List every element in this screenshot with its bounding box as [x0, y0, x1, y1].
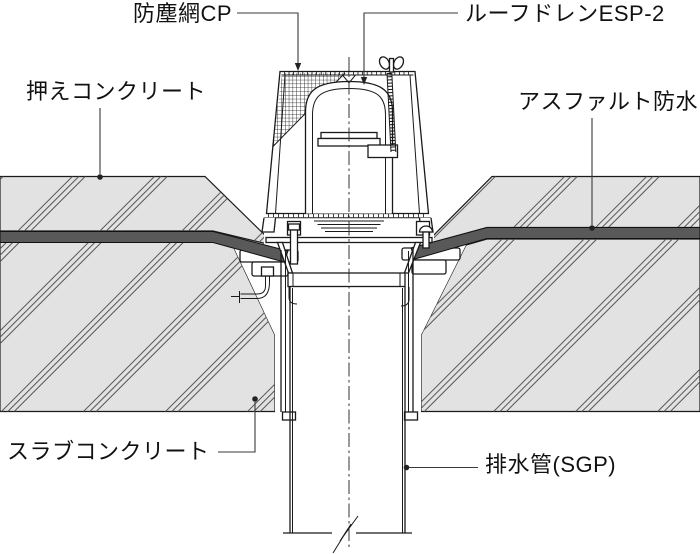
- anchor-bolt-left: [231, 266, 275, 303]
- protective-concrete-left: [0, 175, 278, 248]
- leader-roof-drain: [360, 12, 458, 85]
- leader-protective-concrete: [97, 108, 103, 180]
- threaded-rod: [386, 72, 397, 153]
- drain-pipe-sgp: [283, 286, 412, 554]
- drain-sleeve: [280, 249, 419, 421]
- slab-concrete-right: [420, 238, 700, 413]
- label-roof-drain: ルーフドレンESP-2: [465, 1, 665, 26]
- clamp-bolt-right: [418, 225, 434, 249]
- label-drain-pipe: 排水管(SGP): [485, 452, 617, 477]
- leader-drain-pipe: [403, 464, 478, 471]
- leader-asphalt-waterproofing: [589, 118, 595, 231]
- leader-dust-net: [237, 12, 302, 71]
- strainer-dome: [261, 56, 434, 236]
- clamp-bolt-left: [287, 223, 301, 265]
- wing-nut: [378, 56, 405, 73]
- label-slab-concrete: スラブコンクリート: [7, 439, 210, 464]
- label-dust-net: 防塵網CP: [132, 1, 232, 26]
- label-asphalt-waterproofing: アスファルト防水: [518, 89, 699, 114]
- label-protective-concrete: 押えコンクリート: [26, 79, 207, 104]
- leader-slab-concrete: [218, 396, 258, 453]
- slab-concrete-left: [0, 241, 276, 413]
